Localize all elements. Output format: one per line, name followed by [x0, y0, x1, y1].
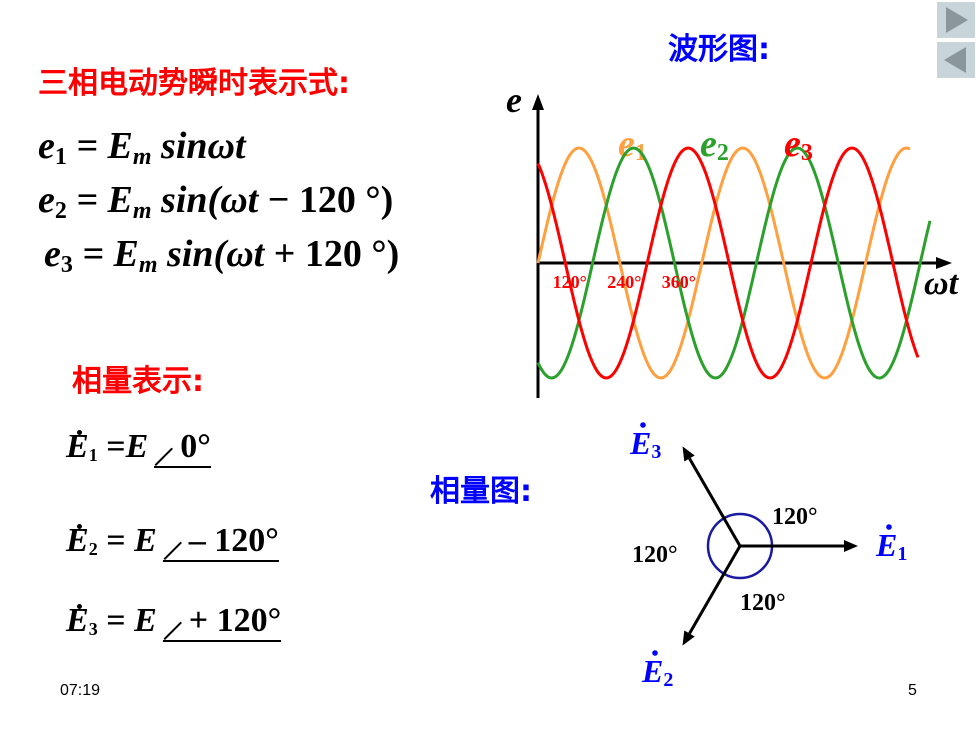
tick-label-1: 120°: [553, 272, 587, 292]
series-line-1: [536, 146, 911, 380]
eq3-var: e: [44, 233, 61, 275]
angle-label-3: 120°: [740, 590, 786, 616]
phasor-arrowhead-3: [682, 446, 695, 462]
phasor-label-sub-2: 2: [663, 669, 673, 691]
phasor-vector-2: [688, 545, 742, 635]
phasor2-symbol: E: [66, 522, 89, 559]
phasor-label-sub-1: 1: [897, 543, 907, 565]
eq3-rhs: = E: [82, 233, 139, 275]
phasor-label-dot-1: [886, 524, 892, 530]
eq3-func: sin(: [157, 233, 227, 275]
phasor3-sub: 3: [88, 619, 98, 639]
eq2-var: e: [38, 179, 55, 221]
equation-e1: e1 = Em sinωt: [38, 124, 246, 171]
series-label-3: e3: [784, 123, 813, 166]
phasor3-angle: + 120°: [162, 602, 282, 642]
eq2-func: sin(: [151, 179, 221, 221]
x-axis-label: ωt: [924, 265, 960, 302]
phasor-label-text-3: E3: [629, 425, 661, 463]
phasor3-mag: E: [134, 602, 157, 639]
tick-label-3: 360°: [662, 272, 696, 292]
next-slide-button[interactable]: [937, 2, 975, 38]
phasor-vector-3: [688, 457, 742, 547]
eq3-tail: + 120 °): [264, 233, 400, 275]
equation-e2: e2 = Em sin(ωt − 120 °): [38, 178, 393, 225]
phasor-label-text-1: E1: [875, 527, 907, 565]
phasor-label-sub-3: 3: [651, 441, 661, 463]
y-axis-arrow: [532, 94, 544, 110]
y-axis-label: e: [506, 80, 522, 120]
phasor1-mag: E: [125, 428, 149, 465]
phasor-label-dot-2: [652, 650, 658, 656]
play-left-icon: [944, 47, 966, 73]
phasor1-angle: 0°: [154, 428, 211, 468]
phasor3-symbol: E: [66, 602, 89, 639]
phasor-label-1: E1: [875, 524, 907, 565]
phasor-e3: E3 = E+ 120°: [66, 602, 282, 642]
phasor1-sub: 1: [88, 445, 98, 465]
series-line-3: [536, 146, 920, 380]
phasor-heading: 相量表示:: [72, 364, 204, 399]
series-line-2: [536, 146, 932, 380]
equation-e3: e3 = Em sin(ωt + 120 °): [44, 232, 399, 279]
phasor-label-dot-3: [640, 422, 646, 428]
phasor-arrowhead-2: [682, 630, 695, 646]
series-label-sub-2: 2: [717, 140, 729, 166]
page-number: 5: [908, 682, 917, 699]
series-label-sub-3: 3: [801, 140, 813, 166]
angle-label-1: 120°: [772, 504, 818, 530]
eq1-rhs: = E: [76, 125, 133, 167]
eq2-sub: 2: [54, 198, 67, 224]
phasor-label-text-2: E2: [641, 653, 673, 691]
angle-label-2: 120°: [632, 542, 678, 568]
eq2-rhs: = E: [76, 179, 133, 221]
eq3-arg: ωt: [226, 233, 265, 275]
phasor2-angle: – 120°: [162, 522, 279, 562]
eq1-rhs-sub: m: [132, 144, 152, 170]
eq1-func: sin: [151, 125, 208, 167]
phasor-label-3: E3: [629, 422, 661, 463]
eq1-sub: 1: [54, 144, 67, 170]
eq1-arg: ωt: [207, 125, 246, 167]
eq2-rhs-sub: m: [132, 198, 152, 224]
play-right-icon: [946, 7, 968, 33]
eq3-sub: 3: [60, 252, 73, 278]
eq2-arg: ωt: [220, 179, 259, 221]
phasor-diagram-title: 相量图:: [430, 474, 532, 509]
phasor-arrowhead-1: [844, 540, 858, 552]
phasor2-sub: 2: [88, 539, 98, 559]
eq2-tail: − 120 °): [258, 179, 394, 221]
instantaneous-heading: 三相电动势瞬时表示式:: [38, 66, 350, 101]
previous-slide-button[interactable]: [937, 42, 975, 78]
phasor2-mag: E: [134, 522, 157, 559]
series-label-2: e2: [700, 123, 729, 166]
phasor1-eq: =: [97, 428, 126, 465]
phasor-e2: E2 = E– 120°: [66, 522, 279, 562]
phasor-label-2: E2: [641, 650, 673, 691]
waveform-title: 波形图:: [668, 32, 770, 67]
tick-label-2: 240°: [607, 272, 641, 292]
eq3-rhs-sub: m: [138, 252, 158, 278]
phasor1-symbol: E: [66, 428, 89, 465]
eq1-var: e: [38, 125, 55, 167]
footer-time: 07:19: [60, 682, 101, 699]
phasor3-eq: =: [97, 602, 135, 639]
phasor2-eq: =: [97, 522, 135, 559]
x-axis-arrow: [936, 257, 952, 269]
